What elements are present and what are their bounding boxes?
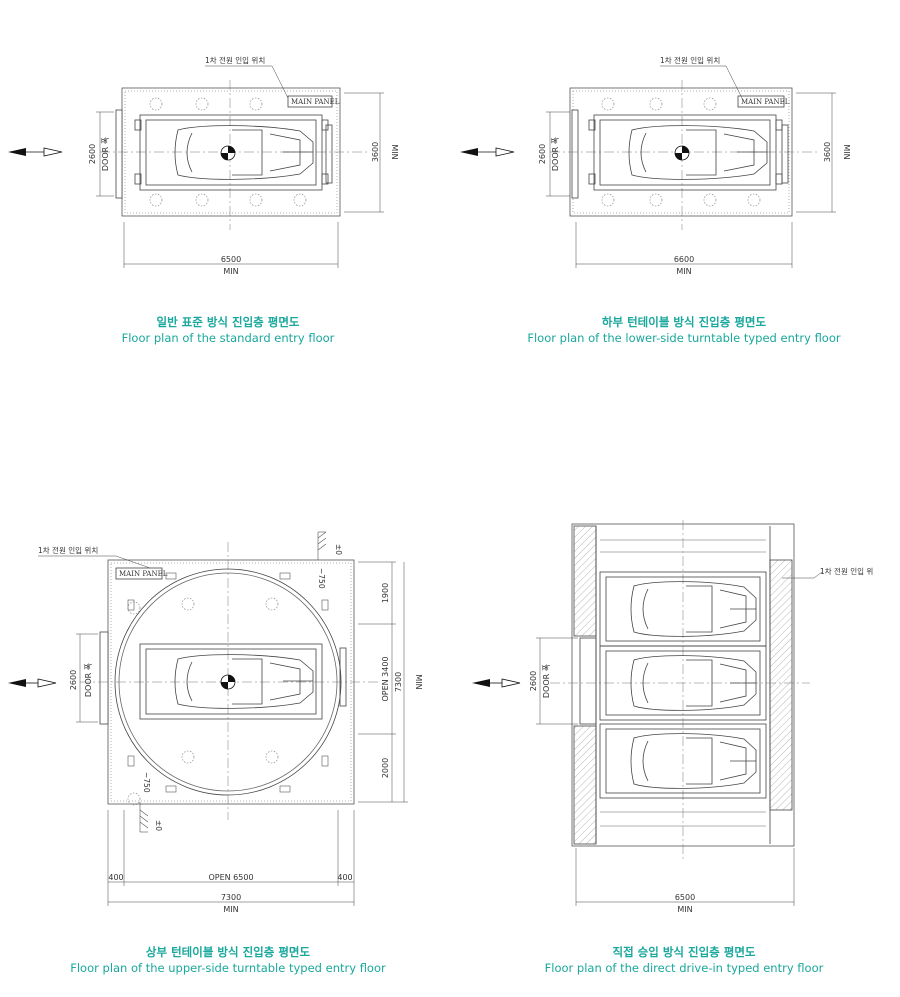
entry-direction-arrows: [460, 147, 515, 157]
power-entry-label: 1차 전원 인입 위치: [660, 55, 720, 65]
power-entry-label: 1차 전원 인입 위: [820, 566, 873, 576]
caption-korean: 하부 턴테이블 방식 진입층 평면도: [601, 315, 767, 329]
door-label: DOOR 폭: [101, 137, 110, 171]
entry-direction-arrows: [472, 678, 521, 688]
entry-direction-arrows: [8, 678, 57, 688]
ventilation-fan-icon: [127, 597, 279, 806]
width-dimension: 6500: [221, 255, 241, 264]
ventilation-fan-icon: [601, 97, 761, 207]
main-panel-label: MAIN PANEL: [291, 98, 340, 106]
width-dimension: 6500: [675, 893, 695, 902]
car-icon: [174, 654, 314, 709]
entry-direction-arrows: [8, 147, 63, 157]
ventilation-fan-icon: [149, 97, 307, 207]
dim-top: 1900: [381, 583, 390, 603]
door-label: DOOR 폭: [84, 663, 93, 697]
dim-bottom: 2000: [381, 758, 390, 778]
depth-min-label: MIN: [842, 144, 851, 159]
width-dimension: 6600: [674, 255, 694, 264]
direct-drive-plan-caption: 직접 승입 방식 진입층 평면도 Floor plan of the direc…: [464, 944, 900, 976]
caption-korean: 일반 표준 방식 진입층 평면도: [156, 315, 300, 329]
caption-english: Floor plan of the standard entry floor: [121, 331, 335, 345]
door-width-dimension: 2600: [88, 144, 97, 164]
depth-dimension: 7300: [394, 672, 403, 692]
lower-turntable-plan-caption: 하부 턴테이블 방식 진입층 평면도 Floor plan of the low…: [464, 314, 900, 346]
main-panel-label: MAIN PANEL: [741, 98, 790, 106]
slope-bottom-label: ~750: [142, 772, 151, 793]
width-min-label: MIN: [676, 267, 691, 276]
width-min-label: MIN: [223, 267, 238, 276]
door-label: DOOR 폭: [542, 664, 551, 698]
power-entry-label: 1차 전원 인입 위치: [205, 55, 265, 65]
car-icon: [599, 645, 767, 721]
caption-english: Floor plan of the lower-side turntable t…: [527, 331, 841, 345]
width-dimension: 7300: [221, 893, 241, 902]
standard-plan-caption: 일반 표준 방식 진입층 평면도 Floor plan of the stand…: [8, 314, 448, 346]
level-top-label: ±0: [334, 544, 343, 555]
power-entry-label: 1차 전원 인입 위치: [38, 545, 98, 555]
lower-turntable-floor-plan: 1차 전원 인입 위치 MAIN PANEL 6600 MIN 3600 MIN…: [460, 55, 851, 276]
main-panel-label: MAIN PANEL: [119, 570, 168, 578]
width-min-label: MIN: [677, 905, 692, 914]
slope-top-label: ~750: [317, 568, 326, 589]
left-margin-dim: 400: [108, 873, 123, 882]
direct-drive-floor-plan: 1차 전원 인입 위 6500 MIN 2600 DOOR 폭: [472, 520, 873, 914]
dim-open: OPEN 3400: [381, 656, 390, 701]
depth-dimension: 3600: [823, 142, 832, 162]
parking-stalls: [599, 571, 767, 799]
car-icon: [599, 723, 767, 799]
depth-min-label: MIN: [390, 144, 399, 159]
upper-turntable-plan-caption: 상부 턴테이블 방식 진입층 평면도 Floor plan of the upp…: [8, 944, 448, 976]
standard-floor-plan: 1차 전원 인입 위치 MAIN PANEL 6500 MIN 3600 MIN…: [8, 55, 399, 276]
depth-dimension: 3600: [371, 142, 380, 162]
caption-korean: 상부 턴테이블 방식 진입층 평면도: [145, 945, 311, 959]
upper-turntable-floor-plan: 1차 전원 인입 위치 MAIN PANEL ±0 ±0 ~750 ~750 1…: [8, 531, 423, 914]
door-width-dimension: 2600: [529, 671, 538, 691]
caption-korean: 직접 승입 방식 진입층 평면도: [612, 945, 756, 959]
car-icon: [628, 125, 768, 180]
door-width-dimension: 2600: [69, 670, 78, 690]
slope-hatch: [139, 531, 327, 833]
caption-english: Floor plan of the direct drive-in typed …: [544, 961, 824, 975]
depth-min-label: MIN: [414, 674, 423, 689]
car-icon: [599, 571, 767, 647]
right-margin-dim: 400: [337, 873, 352, 882]
caption-english: Floor plan of the upper-side turntable t…: [70, 961, 386, 975]
width-min-label: MIN: [223, 905, 238, 914]
car-icon: [174, 125, 314, 180]
door-width-dimension: 2600: [538, 144, 547, 164]
level-bottom-label: ±0: [154, 820, 163, 831]
open-width-dim: OPEN 6500: [208, 873, 253, 882]
door-label: DOOR 폭: [551, 137, 560, 171]
